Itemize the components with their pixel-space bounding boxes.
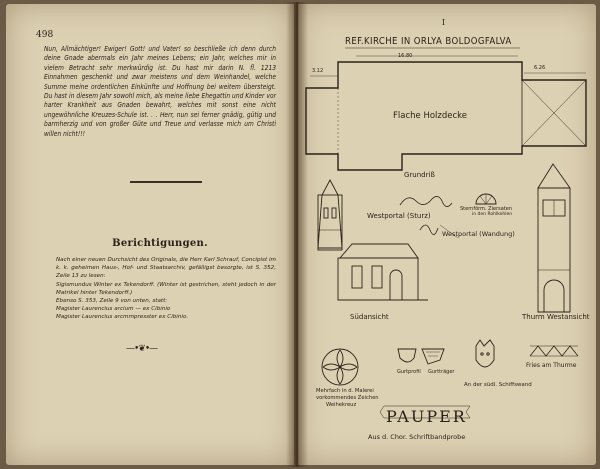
correction-line: Magister Laurencius arcmmpresster ex Cib… xyxy=(56,314,189,321)
ceiling-label: Flache Holzdecke xyxy=(393,111,468,121)
correction-line: Magister Laurencius arcium — ex Cibinio xyxy=(56,306,171,313)
south-view xyxy=(337,243,428,301)
correction-line: Ebenso S. 353, Zeile 9 von unten, statt: xyxy=(56,298,168,305)
star-ornament xyxy=(475,193,497,205)
ornament-divider: —•❦•— xyxy=(126,344,158,354)
painted-cross-label-3: Weihekreuz xyxy=(326,402,357,408)
tower-west-view-label: Thurm Westansicht xyxy=(522,313,590,321)
right-page xyxy=(298,4,596,465)
painted-cross-label-1: Mehrfach in d. Malerei xyxy=(316,388,374,394)
wall-mask xyxy=(475,339,495,368)
cornice-bracket-label: Gurtträger xyxy=(428,369,455,375)
plate-title: REF.KIRCHE IN ORLYA BOLDOGFALVA xyxy=(345,36,512,47)
section-rule xyxy=(130,181,202,183)
left-tower xyxy=(317,179,343,251)
wall-mask-label: An der südl. Schiffswand xyxy=(464,382,532,388)
south-view-label: Südansicht xyxy=(350,313,389,321)
inscription-caption: Aus d. Chor. Schriftbandprobe xyxy=(368,433,466,441)
dim-right: 6.26 xyxy=(534,65,546,71)
corrections-body: Nach einer neuen Durchsicht des Original… xyxy=(44,256,276,322)
right-tower xyxy=(537,163,571,313)
groundplan-label: Grundriß xyxy=(404,171,435,179)
west-portal-lintel-label: Westportal (Sturz) xyxy=(367,212,431,220)
star-ornament-label: Sternförm. Ziersaten xyxy=(460,206,513,212)
page-number: 498 xyxy=(36,30,54,40)
star-ornament-label-2: in den Rohlkehlen xyxy=(472,212,513,217)
painted-cross-label-2: vorkommendes Zeichen xyxy=(316,395,379,401)
book-gutter xyxy=(286,2,308,467)
church-plate-drawing xyxy=(305,47,587,419)
dim-left: 3.12 xyxy=(312,68,324,74)
cornice-profile-label: Gurtprofil xyxy=(397,369,421,375)
prayer-paragraph: Nun, Allmächtiger! Ewiger! Gott! und Vat… xyxy=(44,45,276,139)
prayer-text: Nun, Allmächtiger! Ewiger! Gott! und Vat… xyxy=(44,45,276,138)
correction-line: Sigismundus Winter ex Tekendorff. (Winte… xyxy=(56,281,276,296)
left-page xyxy=(6,4,294,465)
frieze-label: Fries am Thurme xyxy=(526,362,577,369)
consecration-cross xyxy=(321,348,359,386)
ground-plan xyxy=(305,55,587,171)
west-portal-wall-label: Westportal (Wandung) xyxy=(442,230,515,238)
dim-top: 16.80 xyxy=(398,53,413,59)
corrections-heading: Berichtigungen. xyxy=(112,238,208,249)
plate-number: I xyxy=(442,18,446,27)
pauper-inscription: PAUPER xyxy=(386,407,467,426)
correction-line: Nach einer neuen Durchsicht des Original… xyxy=(56,257,276,280)
